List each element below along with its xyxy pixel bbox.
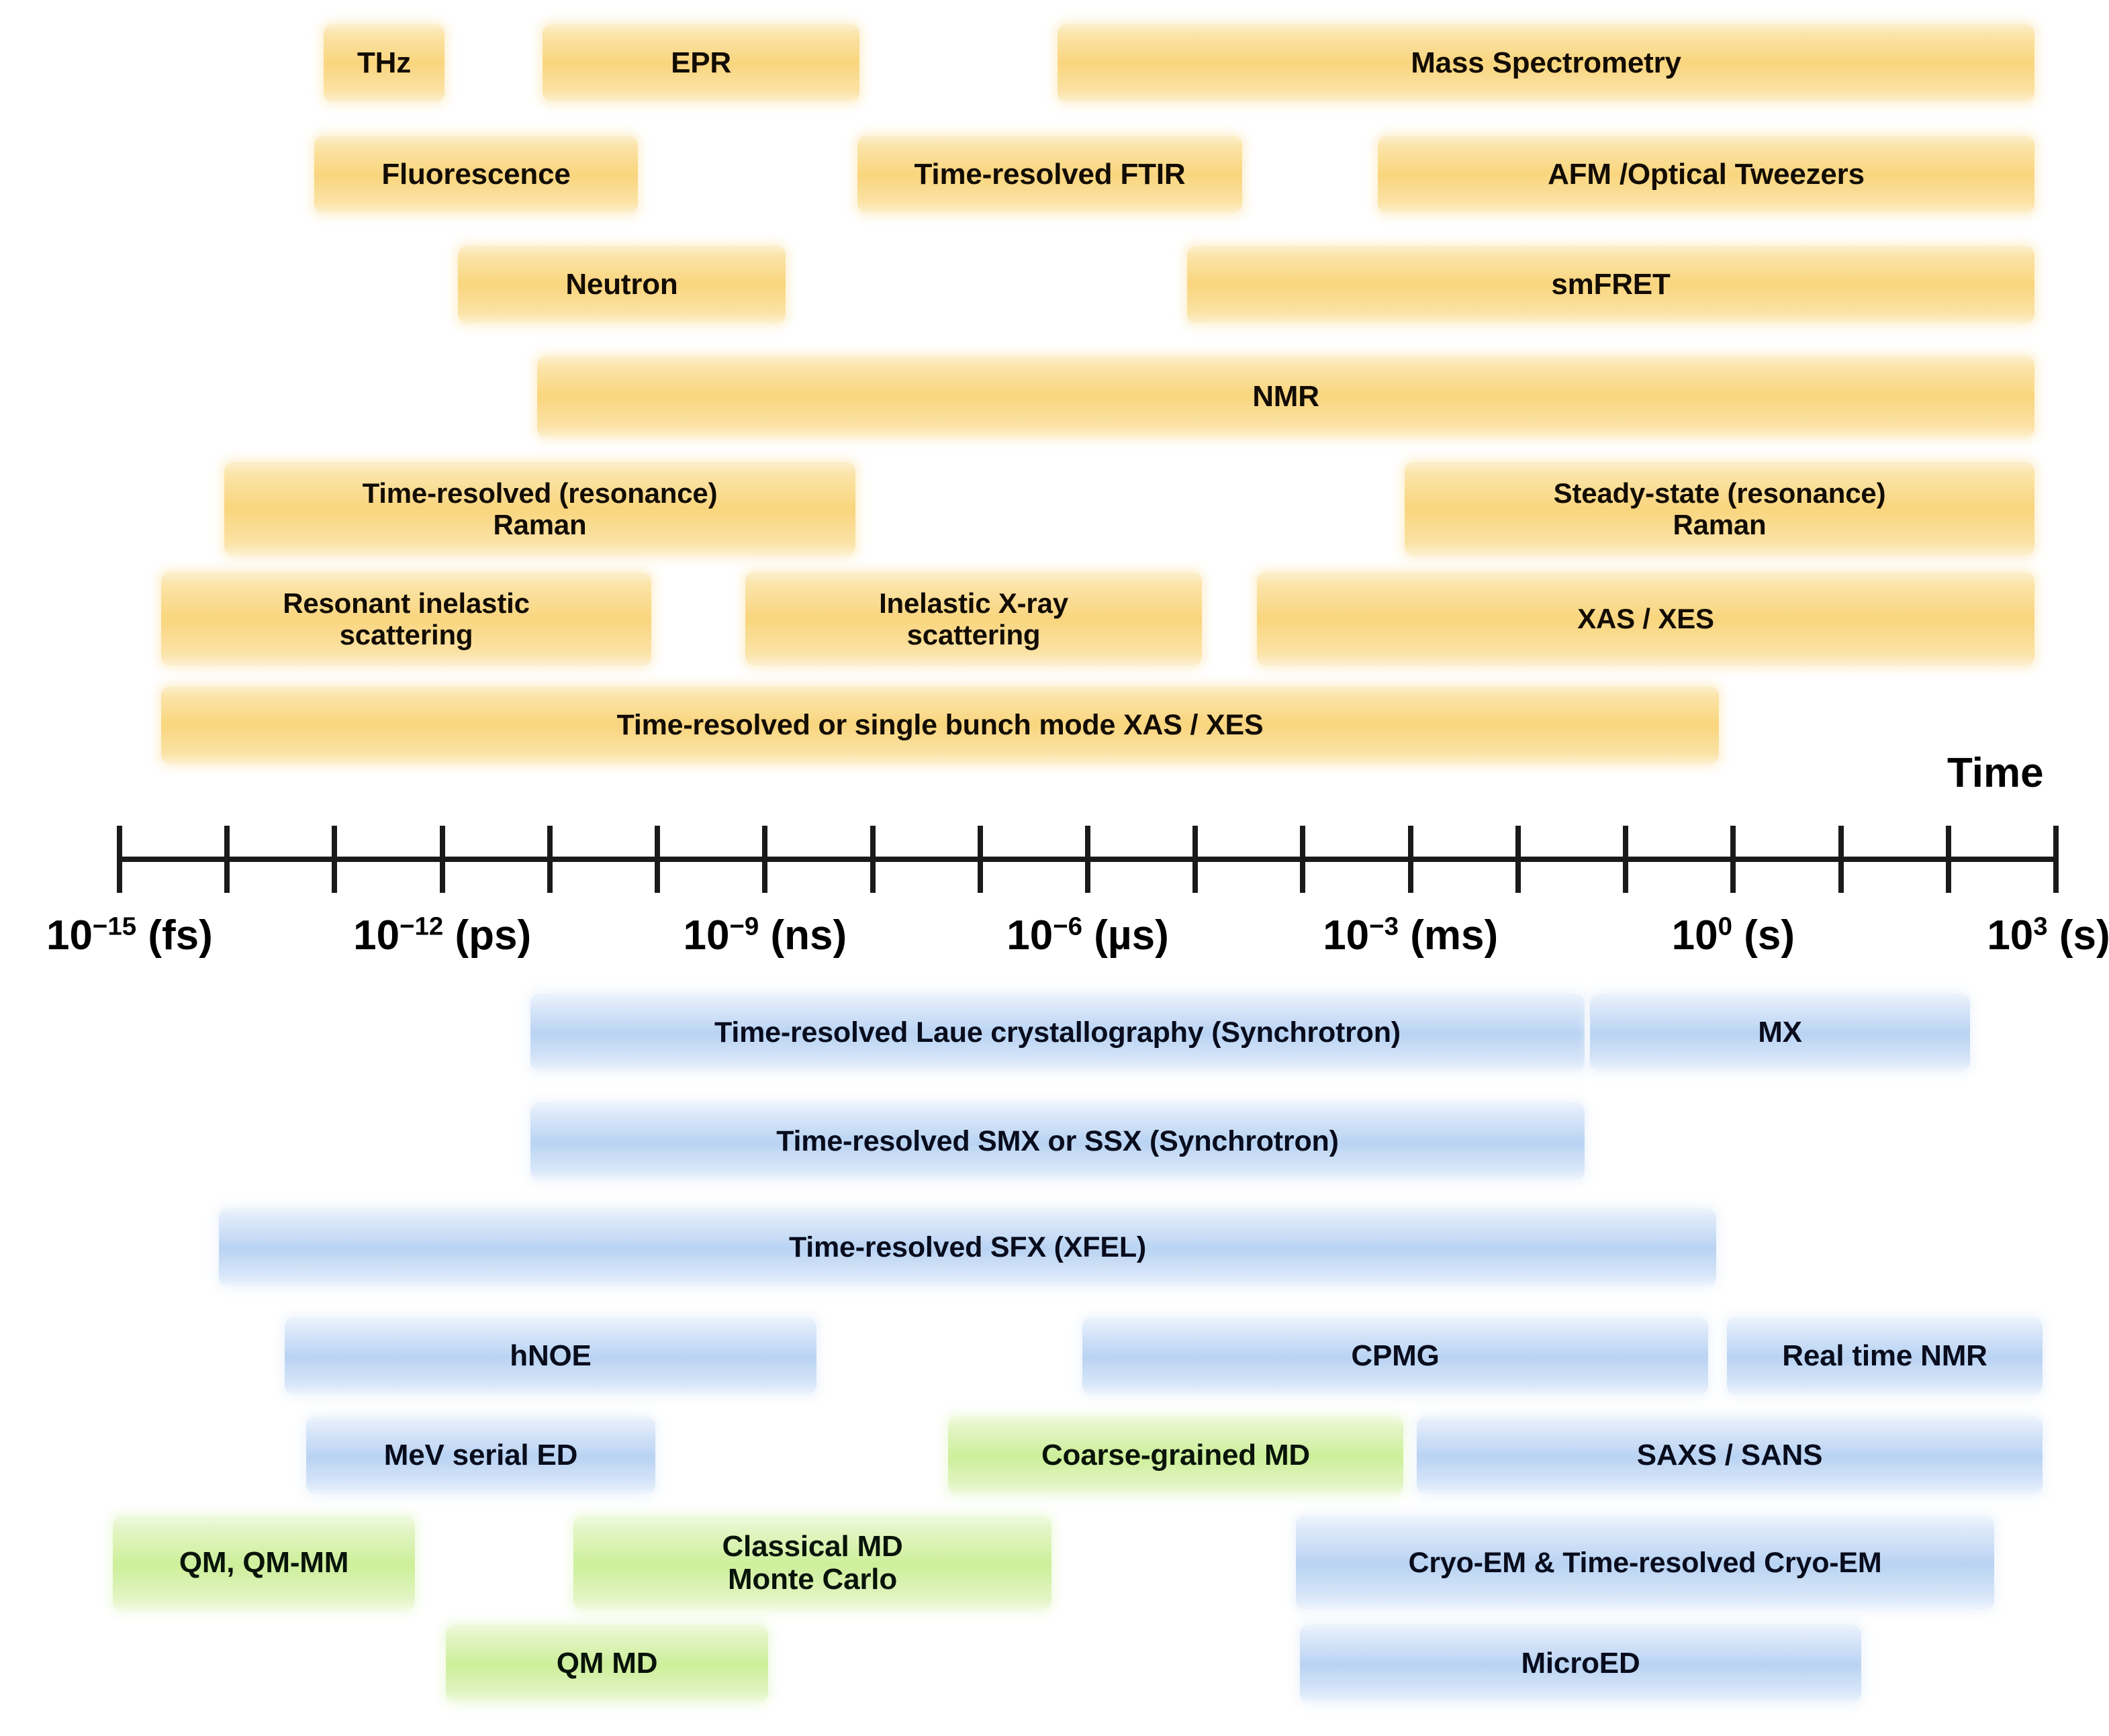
method-bar: Cryo-EM & Time-resolved Cryo-EM	[1296, 1516, 1994, 1610]
axis-tick	[439, 826, 445, 893]
method-bar: CPMG	[1082, 1317, 1708, 1395]
method-bar: smFRET	[1187, 246, 2034, 324]
method-bar: Time-resolved FTIR	[857, 136, 1242, 213]
axis-tick	[2053, 826, 2059, 893]
axis-tick	[1623, 826, 1629, 893]
method-bar: Time-resolved or single bunch mode XAS /…	[161, 686, 1719, 764]
method-bar: Coarse-grained MD	[948, 1416, 1403, 1494]
method-bar: MeV serial ED	[306, 1416, 655, 1494]
axis-tick	[1407, 826, 1413, 893]
axis-tick-label: 10−15 (fs)	[46, 912, 213, 959]
axis-tick-label: 10−12 (ps)	[353, 912, 532, 959]
method-bar: Resonant inelastic scattering	[161, 572, 651, 666]
method-bar: SAXS / SANS	[1417, 1416, 2043, 1494]
axis-tick	[655, 826, 661, 893]
axis-caption: Time	[1947, 750, 2044, 796]
axis-tick	[1730, 826, 1736, 893]
method-bar: Real time NMR	[1727, 1317, 2043, 1395]
method-bar: Time-resolved (resonance) Raman	[224, 462, 855, 556]
method-bar: XAS / XES	[1257, 572, 2034, 666]
axis-tick	[117, 826, 122, 893]
axis-tick-label: 103 (s)	[1987, 912, 2109, 959]
method-bar: Time-resolved SMX or SSX (Synchrotron)	[530, 1102, 1585, 1180]
method-bar: EPR	[543, 24, 859, 102]
axis-tick	[1192, 826, 1199, 893]
method-bar: QM, QM-MM	[113, 1516, 415, 1610]
method-bar: THz	[324, 24, 444, 102]
axis-tick	[547, 826, 553, 893]
axis-tick	[1300, 826, 1306, 893]
method-bar: QM MD	[446, 1625, 768, 1702]
axis-tick-label: 100 (s)	[1671, 912, 1795, 959]
method-bar: Steady-state (resonance) Raman	[1405, 462, 2034, 556]
axis-tick	[224, 826, 230, 893]
method-bar: AFM /Optical Tweezers	[1378, 136, 2034, 213]
axis-tick	[332, 826, 338, 893]
method-bar: MX	[1590, 994, 1970, 1071]
axis-tick	[1838, 826, 1844, 893]
axis-tick-label: 10−6 (µs)	[1006, 912, 1169, 959]
method-bar: Neutron	[458, 246, 786, 324]
axis-tick-label: 10−9 (ns)	[683, 912, 847, 959]
axis-tick-label: 10−3 (ms)	[1323, 912, 1499, 959]
axis-baseline	[120, 857, 2056, 862]
method-bar: MicroED	[1300, 1625, 1861, 1702]
method-bar: Classical MD Monte Carlo	[573, 1516, 1051, 1610]
axis-tick	[762, 826, 768, 893]
axis-tick	[1945, 826, 1951, 893]
method-bar: Time-resolved SFX (XFEL)	[219, 1208, 1716, 1286]
axis-tick	[1515, 826, 1521, 893]
method-bar: Mass Spectrometry	[1058, 24, 2034, 102]
method-bar: Inelastic X-ray scattering	[745, 572, 1202, 666]
method-bar: Fluorescence	[314, 136, 638, 213]
method-bar: Time-resolved Laue crystallography (Sync…	[530, 994, 1585, 1071]
axis-tick	[977, 826, 983, 893]
axis-tick	[1085, 826, 1090, 893]
axis-tick	[870, 826, 876, 893]
method-bar: NMR	[537, 356, 2034, 438]
method-bar: hNOE	[285, 1317, 816, 1395]
